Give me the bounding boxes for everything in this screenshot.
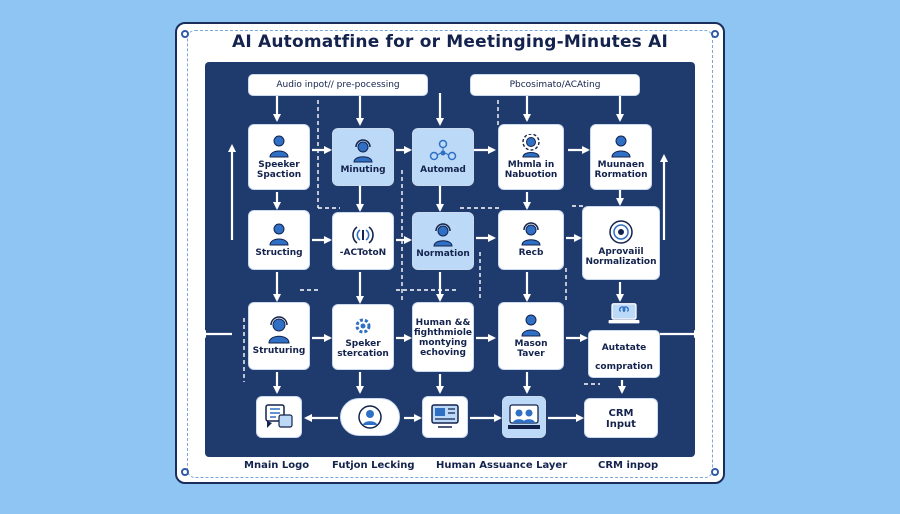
- header-audio-input: Audio inpot// pre-pocessing: [248, 74, 428, 96]
- corner-dot-top-right: [711, 30, 719, 38]
- header-processing-label: Pbcosimato/ACAting: [509, 80, 601, 90]
- node-automad: Automad: [412, 128, 474, 186]
- node-speaker-stercation: Speker stercation: [332, 304, 394, 370]
- footer-label-futjon-lecking: Futjon Lecking: [332, 460, 415, 471]
- person-icon: [521, 314, 541, 337]
- node-normation: Normation: [412, 212, 474, 270]
- card-dashed-border: [187, 30, 713, 478]
- header-audio-label: Audio inpot// pre-pocessing: [276, 80, 400, 90]
- main-logo-node: [256, 396, 302, 438]
- footer-label-crm-inpop: CRM inpop: [598, 460, 659, 471]
- node-approval-normalization: Aprovaiil Normalization: [582, 206, 660, 280]
- person-icon: [269, 223, 289, 246]
- node-label: Structing: [255, 248, 303, 258]
- node-human-monitoring: Human && fighthmiole montying echoving: [412, 302, 474, 372]
- person-headset-icon: [353, 139, 373, 163]
- node-label: Minuting: [340, 165, 386, 175]
- human-assurance-node: [422, 396, 468, 438]
- node-speaker-separation: Speeker Spaction: [248, 124, 310, 190]
- node-crm-input: CRM Input: [584, 398, 658, 438]
- person-icon: [611, 135, 631, 158]
- node-label: Speeker Spaction: [256, 160, 302, 180]
- screen-document-icon: [431, 404, 459, 428]
- crm-people-node: [502, 396, 546, 438]
- node-label: Human && fighthmiole montying echoving: [413, 318, 473, 358]
- network-icon: [429, 139, 457, 161]
- node-label: Recb: [518, 248, 544, 258]
- person-headset-icon: [433, 223, 453, 247]
- header-processing: Pbcosimato/ACAting: [470, 74, 640, 96]
- person-headset-icon: [521, 222, 541, 246]
- corner-dot-bottom-left: [181, 468, 189, 476]
- footer-label-human-assuance: Human Assuance Layer: [436, 460, 568, 471]
- node-label: -ACTotoN: [339, 248, 387, 258]
- corner-dot-bottom-right: [711, 468, 719, 476]
- node-label: Normation: [416, 249, 470, 259]
- node-label: Mason Taver: [514, 339, 548, 359]
- node-recb: Recb: [498, 210, 564, 270]
- chat-document-icon: [265, 404, 293, 428]
- node-actoton: -ACTotoN: [332, 212, 394, 270]
- target-icon: [609, 220, 633, 244]
- node-mhmla-nabuotion: Mhmla in Nabuotion: [498, 124, 564, 190]
- node-structing: Structing: [248, 210, 310, 270]
- node-label: Mhmla in Nabuotion: [504, 160, 558, 180]
- node-structuring: Struturing: [248, 302, 310, 370]
- node-label: Muunaen Rormation: [594, 160, 648, 180]
- sound-icon: [352, 226, 374, 244]
- node-label: Automad: [420, 165, 466, 175]
- node-label: Struturing: [252, 346, 306, 356]
- gear-icon: [355, 318, 371, 334]
- group-icon: [508, 404, 540, 429]
- node-label: CRM Input: [606, 408, 636, 430]
- function-locking-node: [340, 398, 400, 436]
- node-label: Autatate compration: [595, 343, 653, 372]
- diagram-title: AI Automatfine for or Meetinging-Minutes…: [232, 32, 668, 52]
- laptop-icon: [608, 303, 640, 324]
- node-muunaen-rormation: Muunaen Rormation: [590, 124, 652, 190]
- person-icon: [269, 135, 289, 158]
- person-headset-icon: [358, 405, 382, 429]
- person-gear-icon: [522, 134, 540, 158]
- footer-label-main-logo: Mnain Logo: [244, 460, 310, 471]
- node-autatate-compration: Autatate compration: [588, 302, 660, 378]
- node-minuting: Minuting: [332, 128, 394, 186]
- node-label: Aprovaiil Normalization: [585, 247, 657, 267]
- person-headset-icon: [268, 316, 290, 344]
- node-mason-taver: Mason Taver: [498, 302, 564, 370]
- node-label: Speker stercation: [337, 339, 389, 359]
- corner-dot-top-left: [181, 30, 189, 38]
